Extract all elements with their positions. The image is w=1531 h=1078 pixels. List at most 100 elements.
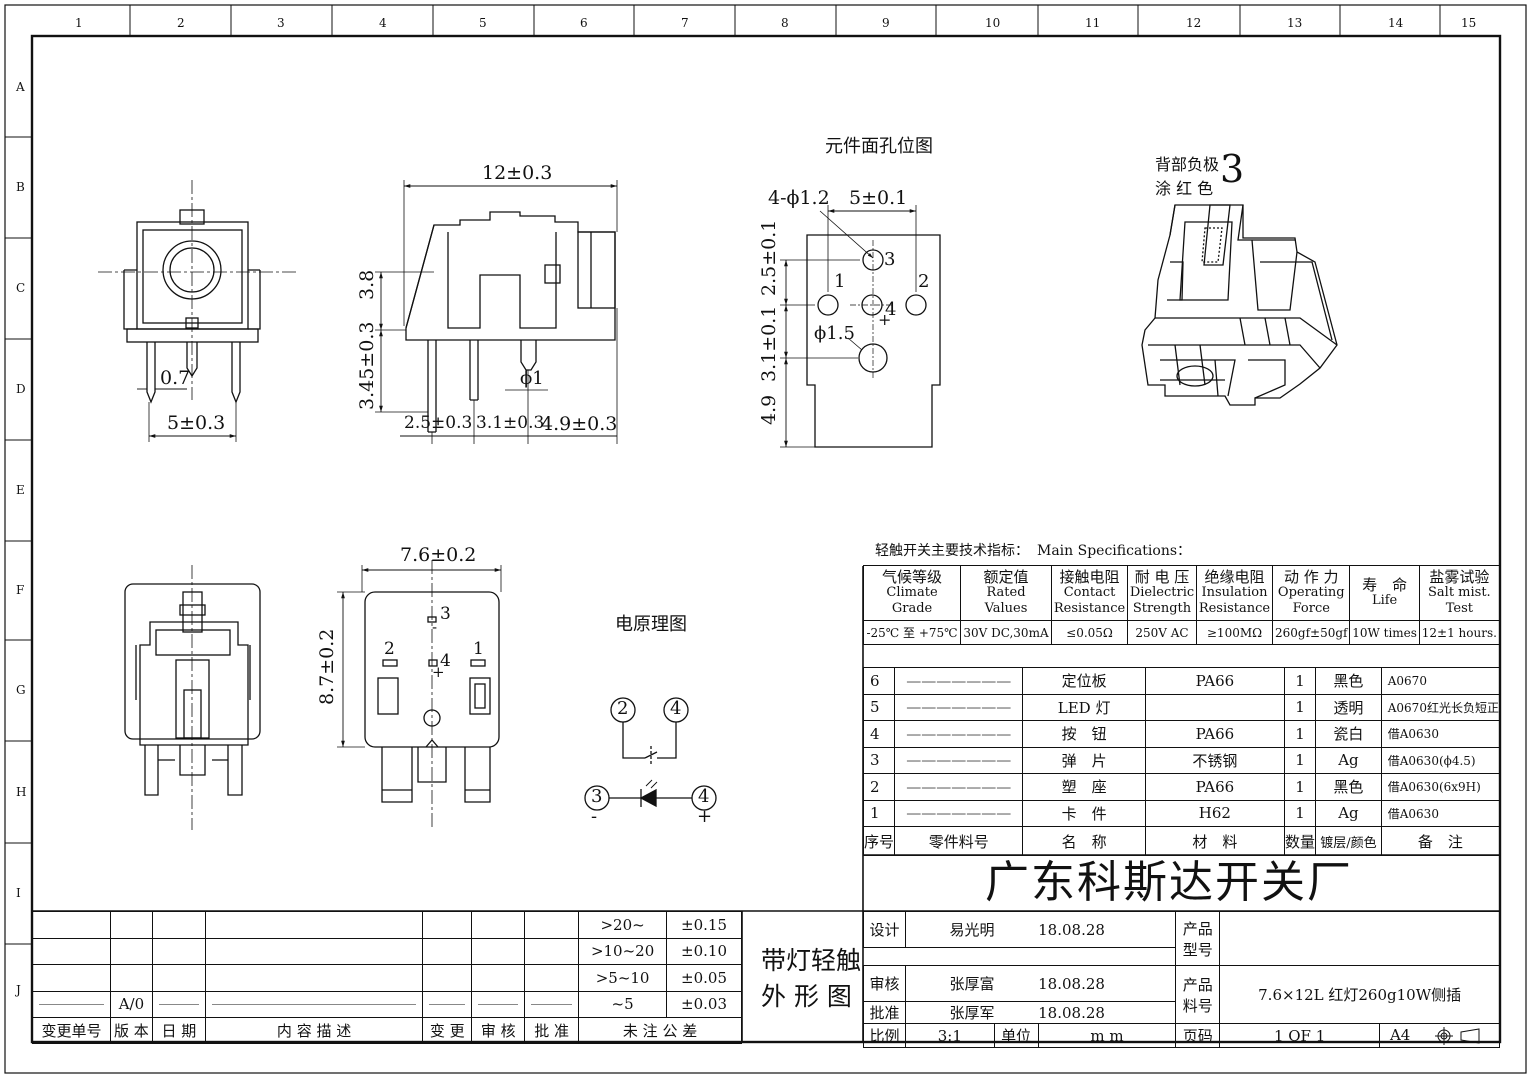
review-label: 审核 [863,965,906,1002]
hole-plus: + [878,310,892,329]
zone-col-label: 2 [177,16,185,30]
approve-name: 张厚军 [904,1001,1039,1024]
front-pin-dim: 0.7 [160,367,191,389]
spec-header-cn: 耐 电 压 [1134,568,1190,586]
tolerance-value: ±0.03 [666,990,742,1018]
bom-cell-qty: 1 [1284,773,1317,801]
top-pin-plus: + [432,663,445,681]
revision-cell [524,911,580,939]
zone-col-label: 1 [75,16,83,30]
revision-cell [471,964,526,992]
bom-header-finish: 镀层/颜色 [1315,826,1382,856]
revision-cell [471,990,526,1018]
spec-header-en1: Contact [1063,585,1116,600]
bom-cell-part: ——————— [894,720,1024,748]
circuit-diagram [584,697,717,811]
pcb-title: 元件面孔位图 [825,136,933,157]
bottom-height-dim: 8.7±0.2 [316,628,338,705]
revision-cell [151,990,206,1018]
bom-cell-qty: 1 [1284,693,1317,721]
bom-cell-finish: 瓷白 [1315,720,1382,748]
circuit-node-4a: 4 [670,698,682,719]
revision-cell [204,964,424,992]
spec-header-cn: 寿 命 [1362,576,1408,594]
design-label: 设计 [863,911,906,948]
bom-cell-name: 卡 件 [1022,799,1146,827]
page-value: 1 OF 1 [1219,1023,1380,1048]
revision-row: >10~20±0.10 [32,937,742,965]
bom-cell-name: LED 灯 [1022,693,1146,721]
spec-value-cell: 250V AC [1127,620,1197,645]
bom-cell-part: ——————— [894,693,1024,721]
outer-border [4,4,1527,1074]
size-cell: A4 [1378,1023,1501,1048]
bom-cell-no: 1 [862,799,896,827]
hole-pin-1: 1 [834,271,846,292]
scale-label: 比例 [863,1023,906,1048]
bom-cell-material: PA66 [1144,773,1286,801]
unit-value: m m [1037,1023,1177,1048]
bom-cell-qty: 1 [1284,720,1317,748]
zone-row-label: F [16,583,25,597]
zone-col-label: 11 [1085,16,1101,30]
spec-value-cell: 12±1 hours. [1418,620,1501,645]
spec-value-cell: -25℃ 至 +75℃ [862,620,962,645]
drawing-title-2: 外 形 图 [761,982,852,1011]
revision-header: 审 核 [471,1017,526,1044]
spec-header-en1: Dielectric [1129,585,1195,600]
revision-cell [151,964,206,992]
revision-header: 批 准 [524,1017,580,1044]
circuit-node-3: 3 [591,786,603,807]
spec-header-en1: Operating [1277,585,1345,600]
spec-header-cn: 接触电阻 [1059,568,1120,586]
tolerance-range: >5~10 [578,964,668,992]
bom-cell-note: A0670 [1380,667,1501,695]
revision-cell [422,911,473,939]
tolerance-range: ~5 [578,990,668,1018]
revision-cell [109,964,153,992]
bom-cell-note: A0670红光长负短正 [1380,693,1501,721]
bom-cell-no: 2 [862,773,896,801]
circuit-plus: + [697,806,713,827]
tolerance-range: >10~20 [578,937,668,965]
hole-pitch-dim: 5±0.1 [849,187,908,209]
top-pin-4: 4 [440,651,451,671]
hole-v3-dim: 4.9 [758,394,780,425]
revision-row: A/0~5±0.03 [32,990,742,1018]
isometric-view [1141,204,1338,406]
spec-value-cell: 10W times [1349,620,1420,645]
zone-col-label: 4 [379,16,387,30]
side-dia-dim: ϕ1 [520,368,544,389]
revision-row: >20~±0.15 [32,911,742,939]
spec-header-en2: Values [984,601,1028,616]
bom-cell-finish: 黑色 [1315,773,1382,801]
top-pin-minus: - [432,618,438,636]
bom-cell-qty: 1 [1284,667,1317,695]
bom-cell-note: 借A0630 [1380,799,1501,827]
revision-cell [32,937,111,965]
bom-cell-finish: Ag [1315,799,1382,827]
circuit-node-4b: 4 [698,786,710,807]
tolerance-range: >20~ [578,911,668,939]
spec-value-cell: ≥100MΩ [1195,620,1274,645]
design-name: 易光明 [904,911,1039,948]
top-pin-3: 3 [440,604,451,624]
zone-row-label: C [16,281,26,295]
zone-col-label: 6 [580,16,588,30]
front-view [98,180,296,442]
page-label: 页码 [1175,1023,1221,1048]
top-view [337,560,502,830]
revision-cell [204,911,424,939]
